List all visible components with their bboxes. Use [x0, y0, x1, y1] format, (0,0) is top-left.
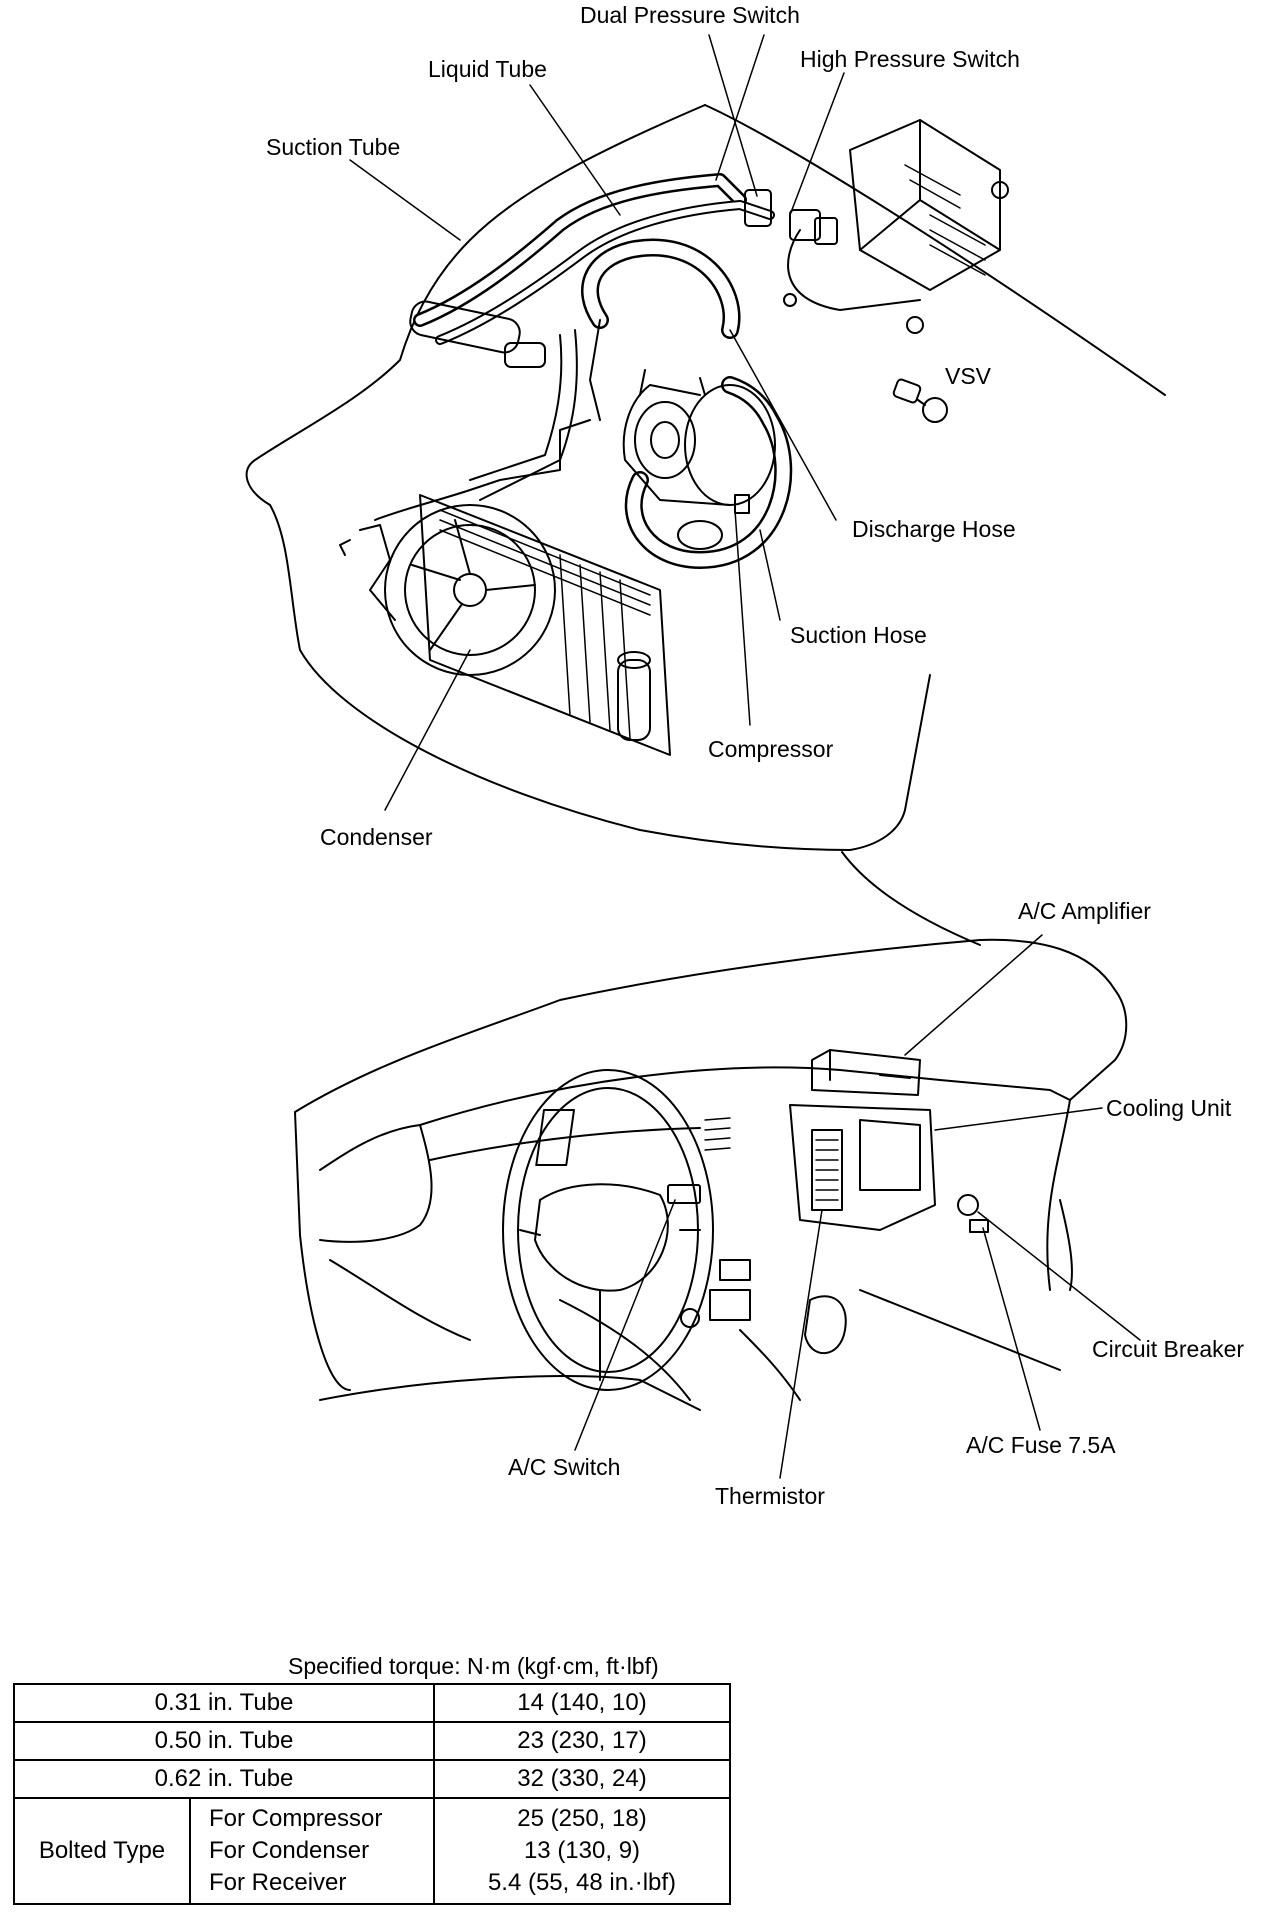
label-cooling-unit: Cooling Unit [1106, 1095, 1232, 1121]
table-row: 0.50 in. Tube 23 (230, 17) [13, 1721, 731, 1761]
label-vsv: VSV [945, 363, 992, 389]
bottom-leader-lines [574, 934, 1141, 1479]
bolted-value: 5.4 (55, 48 in.·lbf) [487, 1869, 677, 1896]
label-compressor: Compressor [708, 736, 834, 762]
top-leader-lines [349, 34, 845, 811]
tube-size-cell: 0.50 in. Tube [13, 1721, 435, 1761]
cooling-unit-drawing [789, 1104, 936, 1231]
engine-compartment-drawing [245, 34, 1166, 946]
label-suction-hose: Suction Hose [790, 622, 927, 648]
dashboard-drawing [294, 934, 1141, 1479]
table-row: 0.31 in. Tube 14 (140, 10) [13, 1683, 731, 1723]
bolted-item: For Compressor [209, 1805, 383, 1832]
condenser-drawing [339, 419, 671, 756]
bolted-item: For Receiver [209, 1869, 347, 1896]
label-liquid-tube: Liquid Tube [428, 56, 547, 82]
vsv-drawing [892, 378, 948, 423]
tube-size-cell: 0.62 in. Tube [13, 1759, 435, 1799]
bolted-type-cell: Bolted Type [13, 1797, 191, 1905]
tube-size-cell: 0.31 in. Tube [13, 1683, 435, 1723]
compressor-drawing [622, 369, 776, 514]
bolted-value: 25 (250, 18) [517, 1805, 647, 1832]
torque-value-cell: 14 (140, 10) [433, 1683, 731, 1723]
ac-amplifier-drawing [811, 1049, 921, 1096]
label-thermistor: Thermistor [715, 1483, 825, 1509]
label-dual-pressure-switch: Dual Pressure Switch [580, 2, 800, 28]
steering-wheel-drawing [502, 1069, 714, 1391]
torque-value-cell: 23 (230, 17) [433, 1721, 731, 1761]
bolted-value: 13 (130, 9) [523, 1837, 641, 1864]
torque-caption: Specified torque: N·m (kgf·cm, ft·lbf) [288, 1653, 659, 1679]
ac-fuse-drawing [969, 1219, 989, 1233]
table-row-bolted: Bolted Type For Compressor For Condenser… [13, 1797, 731, 1905]
label-high-pressure-switch: High Pressure Switch [800, 46, 1020, 72]
label-ac-amplifier: A/C Amplifier [1018, 898, 1151, 924]
label-suction-tube: Suction Tube [266, 134, 401, 160]
bolted-items-cell: For Compressor For Condenser For Receive… [189, 1797, 435, 1905]
bolted-values-cell: 25 (250, 18) 13 (130, 9) 5.4 (55, 48 in.… [433, 1797, 731, 1905]
label-ac-switch: A/C Switch [508, 1454, 621, 1480]
torque-value-cell: 32 (330, 24) [433, 1759, 731, 1799]
ac-switch-drawing [667, 1184, 701, 1204]
table-row: 0.62 in. Tube 32 (330, 24) [13, 1759, 731, 1799]
circuit-breaker-drawing [957, 1194, 979, 1216]
label-circuit-breaker: Circuit Breaker [1092, 1336, 1245, 1362]
label-discharge-hose: Discharge Hose [852, 516, 1016, 542]
torque-table: 0.31 in. Tube 14 (140, 10) 0.50 in. Tube… [13, 1683, 731, 1905]
label-ac-fuse: A/C Fuse 7.5A [966, 1432, 1116, 1458]
label-condenser: Condenser [320, 824, 433, 850]
bolted-item: For Condenser [209, 1837, 370, 1864]
